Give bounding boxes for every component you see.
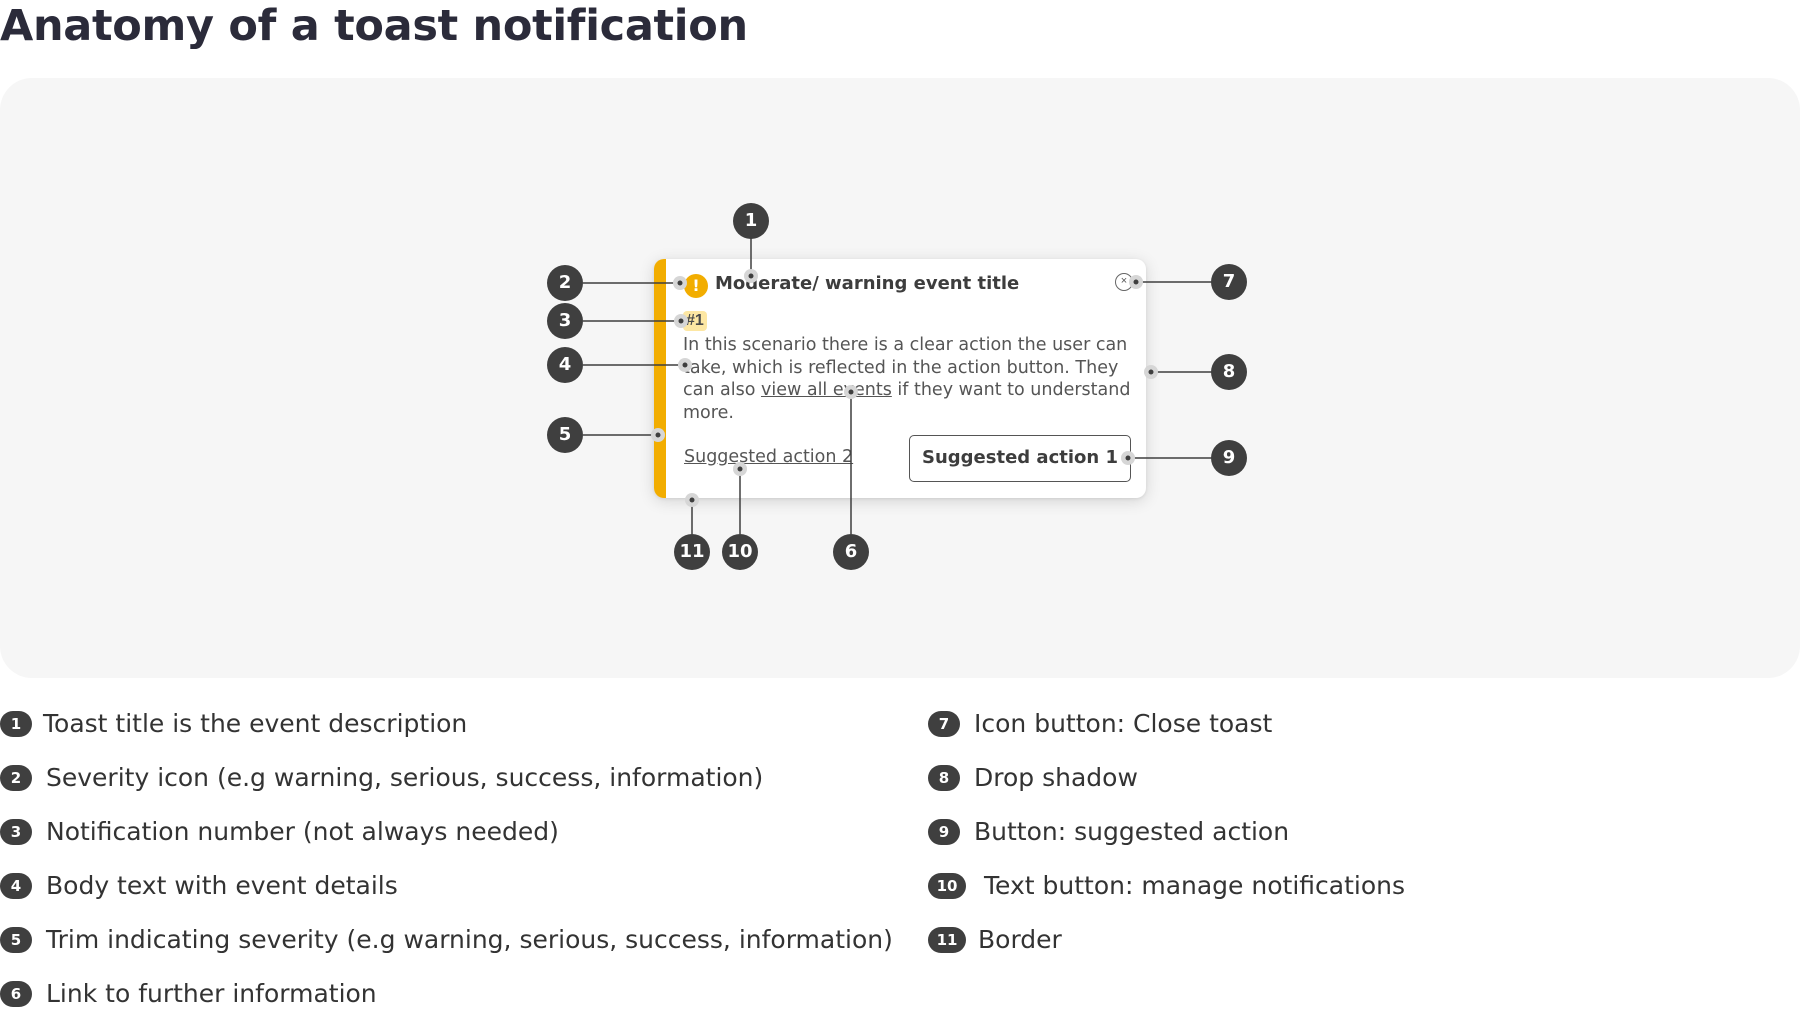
callout-marker-11: 11 [674, 534, 710, 570]
close-icon[interactable]: × [1115, 273, 1133, 291]
legend-number: 11 [928, 927, 966, 953]
legend-number: 8 [928, 765, 960, 791]
warning-icon: ! [684, 274, 708, 298]
severity-trim [654, 259, 666, 498]
callout-marker-2: 2 [547, 265, 583, 301]
callout-marker-7: 7 [1211, 264, 1247, 300]
toast-title: Moderate/ warning event title [715, 273, 1020, 294]
view-all-events-link[interactable]: view all events [760, 380, 892, 400]
legend-number: 5 [0, 927, 32, 953]
callout-marker-1: 1 [733, 203, 769, 239]
legend-number: 10 [928, 873, 966, 899]
legend-number: 6 [0, 981, 32, 1007]
legend-text: Text button: manage notifications [984, 871, 1405, 900]
legend-number: 4 [0, 873, 32, 899]
legend-text: Link to further information [46, 979, 377, 1008]
suggested-action-1-button[interactable]: Suggested action 1 [909, 435, 1131, 482]
legend-text: Button: suggested action [974, 817, 1290, 846]
toast-body: In this scenario there is a clear action… [683, 334, 1143, 424]
suggested-action-2-link[interactable]: Suggested action 2 [684, 447, 854, 467]
body-text-start: In this scenario there is a clear action… [683, 335, 1128, 400]
legend-number: 1 [0, 711, 32, 737]
page-title: Anatomy of a toast notification [0, 1, 748, 51]
legend-text: Severity icon (e.g warning, serious, suc… [46, 763, 764, 792]
legend-number: 7 [928, 711, 960, 737]
callout-marker-3: 3 [547, 303, 583, 339]
body-text-end: if they want to understand more. [683, 380, 1131, 423]
legend-text: Trim indicating severity (e.g warning, s… [46, 925, 893, 954]
legend-text: Drop shadow [974, 763, 1138, 792]
legend-number: 9 [928, 819, 960, 845]
toast-notification: ! Moderate/ warning event title × #1 In … [654, 259, 1146, 498]
legend-text: Notification number (not always needed) [46, 817, 559, 846]
notification-number: #1 [683, 311, 707, 331]
legend-text: Border [978, 925, 1062, 954]
callout-marker-10: 10 [722, 534, 758, 570]
legend-number: 3 [0, 819, 32, 845]
callout-marker-5: 5 [547, 417, 583, 453]
legend-number: 2 [0, 765, 32, 791]
callout-marker-9: 9 [1211, 440, 1247, 476]
legend-text: Icon button: Close toast [974, 709, 1273, 738]
callout-marker-4: 4 [547, 347, 583, 383]
legend-text: Toast title is the event description [43, 709, 468, 738]
legend-text: Body text with event details [46, 871, 398, 900]
callout-marker-6: 6 [833, 534, 869, 570]
callout-marker-8: 8 [1211, 354, 1247, 390]
